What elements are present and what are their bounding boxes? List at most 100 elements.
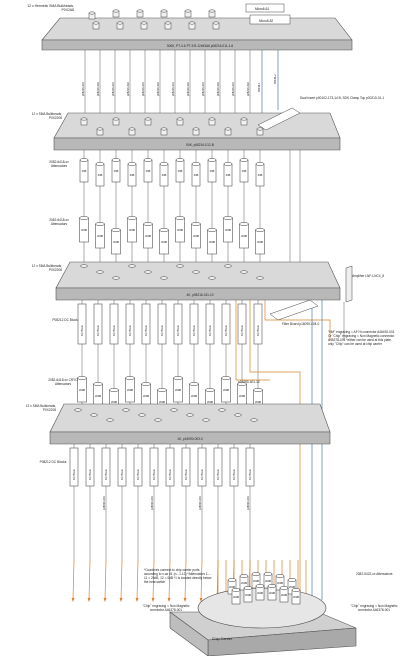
sma-connector-top: [122, 408, 130, 412]
sma-connector-top: [74, 408, 82, 412]
cable-tag: p08216-402: [156, 82, 160, 96]
dc-block-label: DC Block: [104, 468, 108, 480]
dc-block: [117, 447, 127, 487]
attenuator-label: 20dB: [225, 228, 231, 232]
attenuator-top: [109, 388, 119, 392]
top-hermetic-note: 12 x Hermetic SMA Bulkheads, P0X2A8: [27, 4, 74, 12]
cable-line: [120, 559, 123, 601]
dc-block: [173, 303, 183, 345]
sma-connector-top: [218, 408, 226, 412]
dc-block-label: DC Block: [160, 324, 164, 336]
attenuator-label: 0dB: [114, 169, 119, 173]
amplifier-note: Amplifier LNF-LNC4_8: [352, 274, 384, 278]
sma-connector-top: [208, 117, 216, 121]
bulkheads-3-note: 12 x SMA Bulkheads, P0X2208: [32, 264, 62, 272]
sma-connector-top: [186, 413, 194, 417]
dc-block: [93, 303, 103, 345]
attenuator-label: 0dB: [162, 173, 167, 177]
cable-tag: p16090-401: [102, 496, 106, 510]
sma-connector-top: [164, 21, 172, 25]
attenuator-top: [263, 572, 273, 576]
sma-connector-top: [112, 9, 120, 13]
sma-connector-top: [170, 408, 178, 412]
attenuator-top: [275, 574, 285, 578]
plate-4k-label: 4K, p08216-011-10: [186, 293, 213, 297]
dc-block-label: DC Block: [176, 324, 180, 336]
attenuator-top: [191, 162, 201, 166]
connectors-1k: [74, 408, 258, 422]
dc-block: [141, 303, 151, 345]
cable-line: [152, 559, 155, 601]
sma-connector-top: [90, 413, 98, 417]
attenuator-top: [175, 158, 185, 162]
arrow-head: [103, 598, 107, 602]
dc-block-label: DC Block: [248, 468, 252, 480]
sma-connector-top: [184, 9, 192, 13]
attenuator-row-2: 20dB20dB20dB20dB20dB20dB20dB20dB20dB20dB…: [79, 216, 265, 255]
attenuator-label: 20dB: [277, 581, 283, 585]
attenuator-label: 20dB: [127, 388, 133, 392]
cable-tag: p08216-402: [126, 82, 130, 96]
plate-50k-label: 50K, p08216-012-B: [186, 143, 214, 147]
cable-tag: p08216-401: [141, 82, 145, 96]
top-connectors: [88, 9, 220, 30]
attn-4-note: 2082-5422-xx Attenuators: [356, 572, 393, 576]
dc-block-label: DC Block: [136, 468, 140, 480]
plate-1k: [49, 403, 331, 445]
sma-connector-top: [136, 9, 144, 13]
sma-connector-top: [154, 418, 162, 422]
arrow-head: [87, 598, 91, 602]
cable-line: [88, 559, 91, 601]
dc-block-row-2: DC Block DC Block DC Block DC Block DC Block…: [69, 447, 255, 487]
attenuator-label: 20dB: [191, 394, 197, 398]
cable-line: [249, 300, 301, 600]
attenuator-top: [291, 588, 301, 592]
attenuator-label: 20dB: [257, 240, 263, 244]
attenuator-top: [231, 588, 241, 592]
arrow-head: [199, 598, 203, 602]
side-cable-tag: 58146-2: [273, 74, 277, 84]
attenuator-label: 20dB: [159, 400, 165, 404]
sma-connector-top: [140, 21, 148, 25]
attenuator-label: 20dB: [129, 228, 135, 232]
sma-connector-top: [176, 117, 184, 121]
attenuator-label: 20dB: [239, 394, 245, 398]
attenuator-top: [253, 388, 263, 392]
attenuator-top: [267, 584, 277, 588]
mid-connectors: [80, 117, 264, 136]
attenuator-label: 20dB: [289, 585, 295, 589]
attenuator-top: [205, 388, 215, 392]
attenuator-top: [95, 162, 105, 166]
dc-block-label: DC Block: [256, 324, 260, 336]
dc-block-label: DC Block: [72, 468, 76, 480]
attenuator-label: 0dB: [98, 173, 103, 177]
chip-right-note: "Chip" engraving = Non Magnetic connecto…: [350, 604, 397, 612]
sma-connector-top: [176, 264, 184, 268]
dc-block-label: DC Block: [120, 468, 124, 480]
attenuator-top: [127, 216, 137, 220]
cable-tag: p08216-402: [186, 82, 190, 96]
cable-tag: p08216-401: [231, 82, 235, 96]
sma-connector-top: [234, 413, 242, 417]
attenuator-top: [255, 584, 265, 588]
sma-connector-top: [116, 21, 124, 25]
attenuator-top: [243, 586, 253, 590]
attenuator-label: 0dB: [210, 169, 215, 173]
attenuator-top: [159, 162, 169, 166]
attenuator-label: 20dB: [95, 394, 101, 398]
sma-connector-top: [192, 270, 200, 274]
sma-connector-top: [224, 127, 232, 131]
dc-block: [205, 303, 215, 345]
attenuator-top: [175, 216, 185, 220]
attenuator-label: 20dB: [223, 388, 229, 392]
dc-block: [101, 447, 111, 487]
attenuator-label: 20dB: [245, 593, 251, 597]
attenuator-top: [127, 162, 137, 166]
dc-block-label: DC Block: [80, 324, 84, 336]
dc-block-label: DC Block: [88, 468, 92, 480]
attenuator-top: [287, 578, 297, 582]
attenuator-top: [111, 228, 121, 232]
